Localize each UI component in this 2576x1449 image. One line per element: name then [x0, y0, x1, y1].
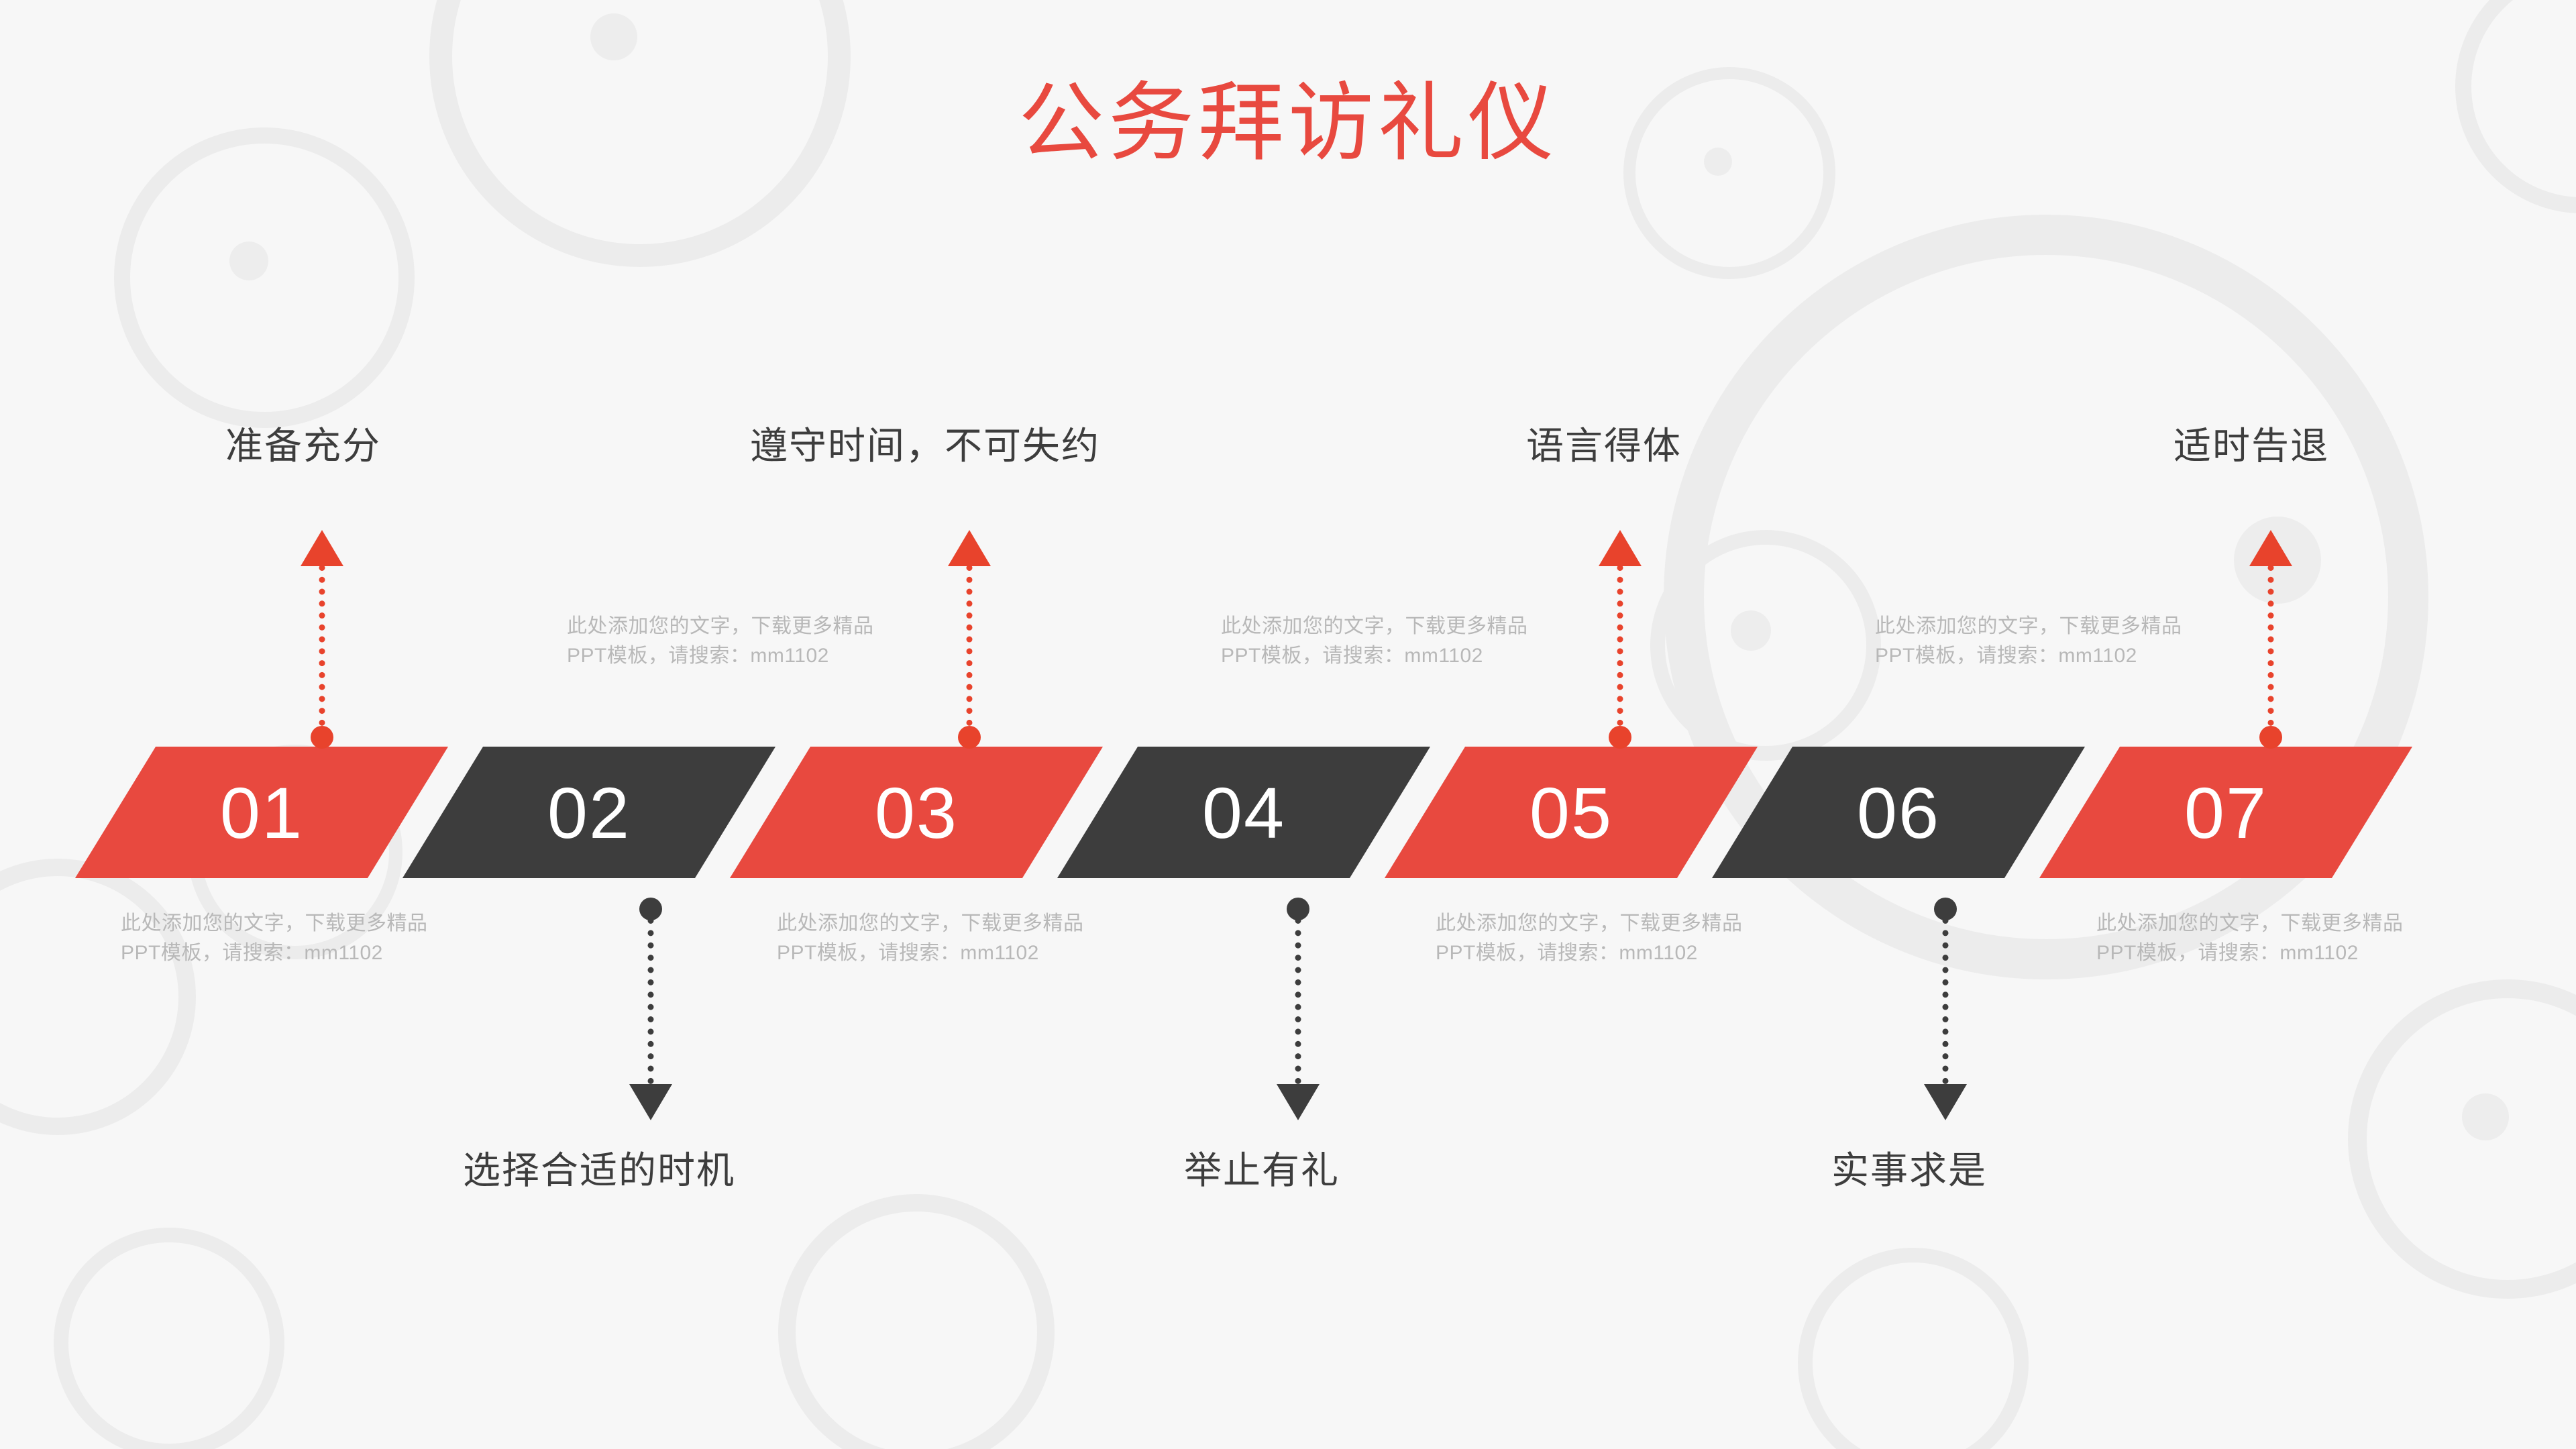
- arrow-stem: [1617, 565, 1623, 726]
- decor-ring: [54, 1228, 284, 1449]
- connector-up-07: [2249, 530, 2292, 751]
- arrow-head-up-icon: [301, 530, 343, 566]
- arrow-stem: [647, 918, 654, 1084]
- decor-ring: [2348, 979, 2576, 1299]
- arrow-ball-icon: [1934, 898, 1957, 920]
- step-heading-03: 遵守时间，不可失约: [750, 425, 1100, 467]
- page-title: 公务拜访礼仪: [1018, 75, 1558, 171]
- step-heading-01: 准备充分: [225, 425, 381, 467]
- arrow-head-up-icon: [2249, 530, 2292, 566]
- step-body-01: 此处添加您的文字，下载更多精品PPT模板，请搜索：mm1102: [121, 912, 428, 964]
- step-heading-05: 语言得体: [1526, 425, 1682, 467]
- step-heading-04: 举止有礼: [1184, 1149, 1340, 1191]
- step-number-07: 07: [2184, 771, 2268, 853]
- connector-down-06: [1924, 898, 1967, 1120]
- step-heading-06: 实事求是: [1831, 1149, 1987, 1191]
- step-body-07: 此处添加您的文字，下载更多精品PPT模板，请搜索：mm1102: [2096, 912, 2404, 964]
- decor-ring: [1650, 530, 1881, 761]
- step-number-01: 01: [219, 771, 304, 853]
- step-heading-07: 适时告退: [2174, 425, 2329, 467]
- step-chevron-01[interactable]: 01: [74, 747, 449, 878]
- arrow-stem: [319, 565, 325, 726]
- step-chevron-06[interactable]: 06: [1711, 747, 2086, 878]
- arrow-ball-icon: [311, 726, 333, 749]
- decor-dot: [590, 13, 637, 60]
- arrow-ball-icon: [958, 726, 981, 749]
- arrow-stem: [1942, 918, 1949, 1084]
- arrow-ball-icon: [1609, 726, 1631, 749]
- arrow-stem: [966, 565, 973, 726]
- decor-ring: [778, 1194, 1055, 1449]
- step-number-04: 04: [1201, 771, 1286, 853]
- arrow-stem: [2267, 565, 2274, 726]
- arrow-head-up-icon: [948, 530, 991, 566]
- decor-ring: [0, 859, 196, 1135]
- decor-ring: [1798, 1248, 2029, 1449]
- step-number-02: 02: [547, 771, 631, 853]
- connector-down-02: [629, 898, 672, 1120]
- arrow-head-down-icon: [629, 1084, 672, 1120]
- step-body-03: 此处添加您的文字，下载更多精品PPT模板，请搜索：mm1102: [777, 912, 1084, 964]
- connector-up-03: [948, 530, 991, 751]
- step-chevron-05[interactable]: 05: [1384, 747, 1758, 878]
- arrow-head-down-icon: [1277, 1084, 1320, 1120]
- step-chevron-02[interactable]: 02: [402, 747, 776, 878]
- arrow-ball-icon: [1287, 898, 1309, 920]
- decor-dot: [1731, 610, 1771, 651]
- connector-up-05: [1599, 530, 1642, 751]
- step-banner-strip: 01 02 03 04 05 06 07: [0, 747, 2576, 878]
- step-number-06: 06: [1856, 771, 1941, 853]
- step-number-05: 05: [1529, 771, 1613, 853]
- step-body-04: 此处添加您的文字，下载更多精品PPT模板，请搜索：mm1102: [1221, 615, 1528, 667]
- step-heading-02: 选择合适的时机: [463, 1149, 735, 1191]
- decor-dot: [229, 241, 268, 280]
- step-chevron-04[interactable]: 04: [1057, 747, 1431, 878]
- step-body-06: 此处添加您的文字，下载更多精品PPT模板，请搜索：mm1102: [1875, 615, 2182, 667]
- arrow-ball-icon: [639, 898, 662, 920]
- decor-ring: [114, 127, 415, 428]
- step-chevron-03[interactable]: 03: [729, 747, 1104, 878]
- connector-up-01: [301, 530, 343, 751]
- connector-down-04: [1277, 898, 1320, 1120]
- arrow-head-down-icon: [1924, 1084, 1967, 1120]
- step-body-02: 此处添加您的文字，下载更多精品PPT模板，请搜索：mm1102: [567, 615, 874, 667]
- decor-dot: [2462, 1093, 2509, 1140]
- arrow-stem: [1295, 918, 1301, 1084]
- arrow-ball-icon: [2259, 726, 2282, 749]
- step-chevron-07[interactable]: 07: [2039, 747, 2413, 878]
- step-number-03: 03: [874, 771, 959, 853]
- step-body-05: 此处添加您的文字，下载更多精品PPT模板，请搜索：mm1102: [1436, 912, 1743, 964]
- arrow-head-up-icon: [1599, 530, 1642, 566]
